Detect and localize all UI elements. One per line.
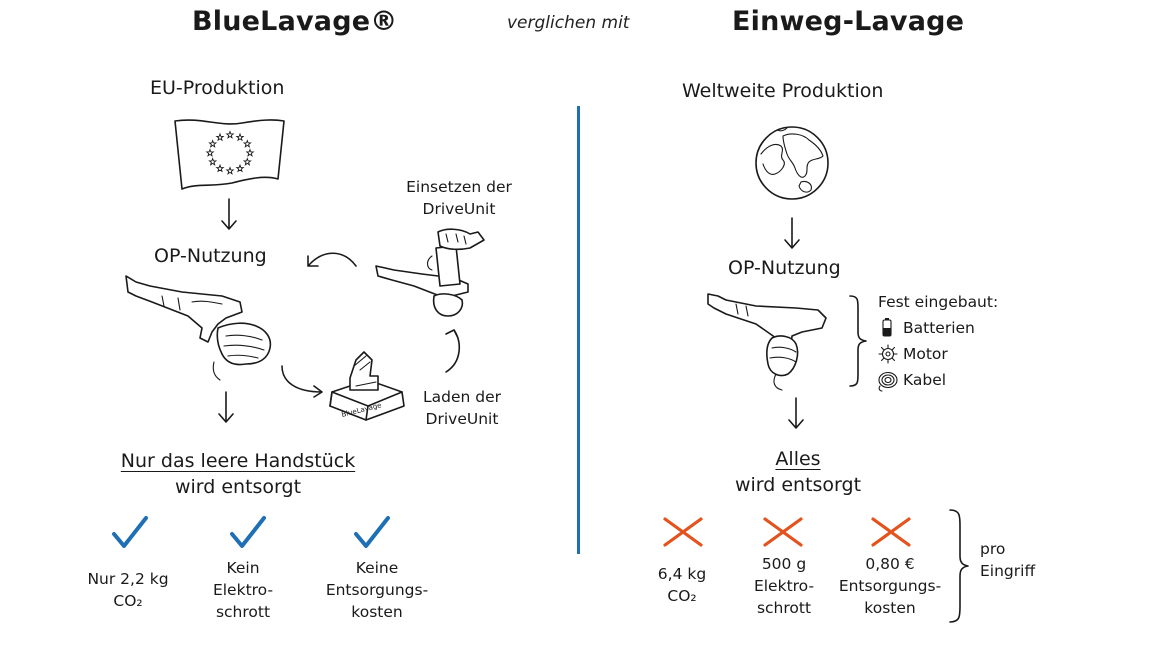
drawback-text: 0,80 € bbox=[865, 555, 915, 573]
per-procedure-line-2: Eingriff bbox=[980, 562, 1036, 580]
right-disposal-statement: Alles wird entsorgt bbox=[698, 448, 898, 496]
eu-star-icon bbox=[205, 148, 215, 157]
brace-icon bbox=[849, 295, 867, 387]
left-disposal-rest: wird entsorgt bbox=[174, 476, 302, 498]
eu-star-icon bbox=[242, 157, 252, 166]
arrow-down-icon bbox=[218, 391, 234, 423]
cable-icon bbox=[878, 371, 898, 392]
builtin-motor-label: Motor bbox=[903, 345, 948, 363]
cross-icon bbox=[763, 517, 803, 547]
drawback-text: 500 g bbox=[761, 555, 807, 573]
left-disposal-statement: Nur das leere Handstück wird entsorgt bbox=[96, 450, 380, 498]
eu-star-icon bbox=[235, 163, 245, 173]
arrow-down-icon bbox=[784, 217, 800, 249]
drawback-text: Entsorgungs- bbox=[838, 577, 942, 595]
left-title: BlueLavage® bbox=[192, 6, 398, 37]
benefit-text: Nur 2,2 kg bbox=[87, 570, 169, 588]
benefit-no-e-waste: Kein Elektro- schrott bbox=[188, 557, 298, 623]
builtin-batteries-label: Batterien bbox=[903, 319, 975, 337]
right-disposal-underlined: Alles bbox=[775, 448, 821, 470]
driveunit-insert-icon bbox=[375, 228, 485, 317]
eu-production-label: EU-Produktion bbox=[150, 77, 285, 99]
arrow-down-icon bbox=[221, 198, 237, 230]
worldwide-production-label: Weltweite Produktion bbox=[682, 80, 884, 102]
curved-arrow-icon bbox=[445, 329, 461, 373]
eu-star-icon bbox=[215, 132, 225, 142]
drawback-text: schrott bbox=[756, 599, 812, 617]
right-usage-label: OP-Nutzung bbox=[728, 257, 841, 279]
drawback-e-waste: 500 g Elektro- schrott bbox=[738, 553, 830, 619]
benefit-text: Keine bbox=[355, 559, 399, 577]
disposable-lavage-gun-icon bbox=[707, 293, 827, 391]
drawback-text: 6,4 kg bbox=[657, 565, 707, 583]
arrow-down-icon bbox=[788, 397, 804, 429]
benefit-text: CO₂ bbox=[113, 592, 143, 610]
eu-star-icon bbox=[208, 157, 218, 166]
cross-icon bbox=[871, 517, 911, 547]
drawback-text: Elektro- bbox=[753, 577, 815, 595]
checkmark-icon bbox=[112, 516, 148, 548]
curved-arrow-icon bbox=[281, 365, 323, 398]
drawback-co2: 6,4 kg CO₂ bbox=[636, 563, 728, 607]
eu-star-icon bbox=[245, 148, 255, 157]
right-title: Einweg-Lavage bbox=[732, 6, 965, 37]
drawback-text: kosten bbox=[864, 599, 916, 617]
charge-step-line-1: Laden der bbox=[422, 388, 501, 406]
benefit-text: Entsorgungs- bbox=[325, 581, 429, 599]
insert-step-line-2: DriveUnit bbox=[422, 200, 496, 218]
eu-star-icon bbox=[225, 130, 235, 139]
battery-icon bbox=[882, 318, 892, 337]
benefit-text: Elektro- bbox=[212, 581, 274, 599]
eu-star-icon bbox=[242, 139, 252, 148]
benefit-text: kosten bbox=[351, 603, 403, 621]
per-procedure-line-1: pro bbox=[980, 540, 1006, 558]
charger-station-icon: BlueLavage bbox=[329, 351, 405, 421]
gear-icon bbox=[878, 344, 898, 364]
drawback-disposal-cost: 0,80 € Entsorgungs- kosten bbox=[830, 553, 950, 619]
globe-icon bbox=[755, 126, 829, 200]
curved-arrow-icon bbox=[307, 252, 357, 267]
eu-star-icon bbox=[215, 163, 225, 173]
center-divider bbox=[577, 106, 580, 554]
charge-driveunit-label: Laden der DriveUnit bbox=[410, 386, 514, 430]
bluelavage-handpiece-icon bbox=[125, 275, 272, 381]
right-disposal-rest: wird entsorgt bbox=[734, 474, 862, 496]
left-disposal-underlined: Nur das leere Handstück bbox=[120, 450, 356, 472]
benefit-text: schrott bbox=[215, 603, 271, 621]
eu-star-icon bbox=[225, 166, 235, 175]
benefit-no-disposal-cost: Keine Entsorgungs- kosten bbox=[312, 557, 442, 623]
benefit-co2: Nur 2,2 kg CO₂ bbox=[68, 568, 188, 612]
charge-step-line-2: DriveUnit bbox=[425, 410, 499, 428]
eu-star-icon bbox=[208, 139, 218, 148]
left-usage-label: OP-Nutzung bbox=[154, 245, 267, 267]
eu-star-icon bbox=[235, 132, 245, 142]
cross-icon bbox=[663, 517, 703, 547]
insert-driveunit-label: Einsetzen der DriveUnit bbox=[392, 176, 526, 220]
benefit-text: Kein bbox=[226, 559, 260, 577]
brace-icon bbox=[949, 509, 969, 623]
drawback-text: CO₂ bbox=[667, 587, 697, 605]
per-procedure-label: pro Eingriff bbox=[980, 538, 1035, 582]
checkmark-icon bbox=[354, 516, 390, 548]
checkmark-icon bbox=[230, 516, 266, 548]
eu-flag-icon bbox=[174, 119, 285, 190]
comparison-subtitle: verglichen mit bbox=[507, 13, 630, 33]
builtin-heading: Fest eingebaut: bbox=[878, 293, 999, 311]
insert-step-line-1: Einsetzen der bbox=[406, 178, 512, 196]
builtin-cable-label: Kabel bbox=[903, 371, 947, 389]
